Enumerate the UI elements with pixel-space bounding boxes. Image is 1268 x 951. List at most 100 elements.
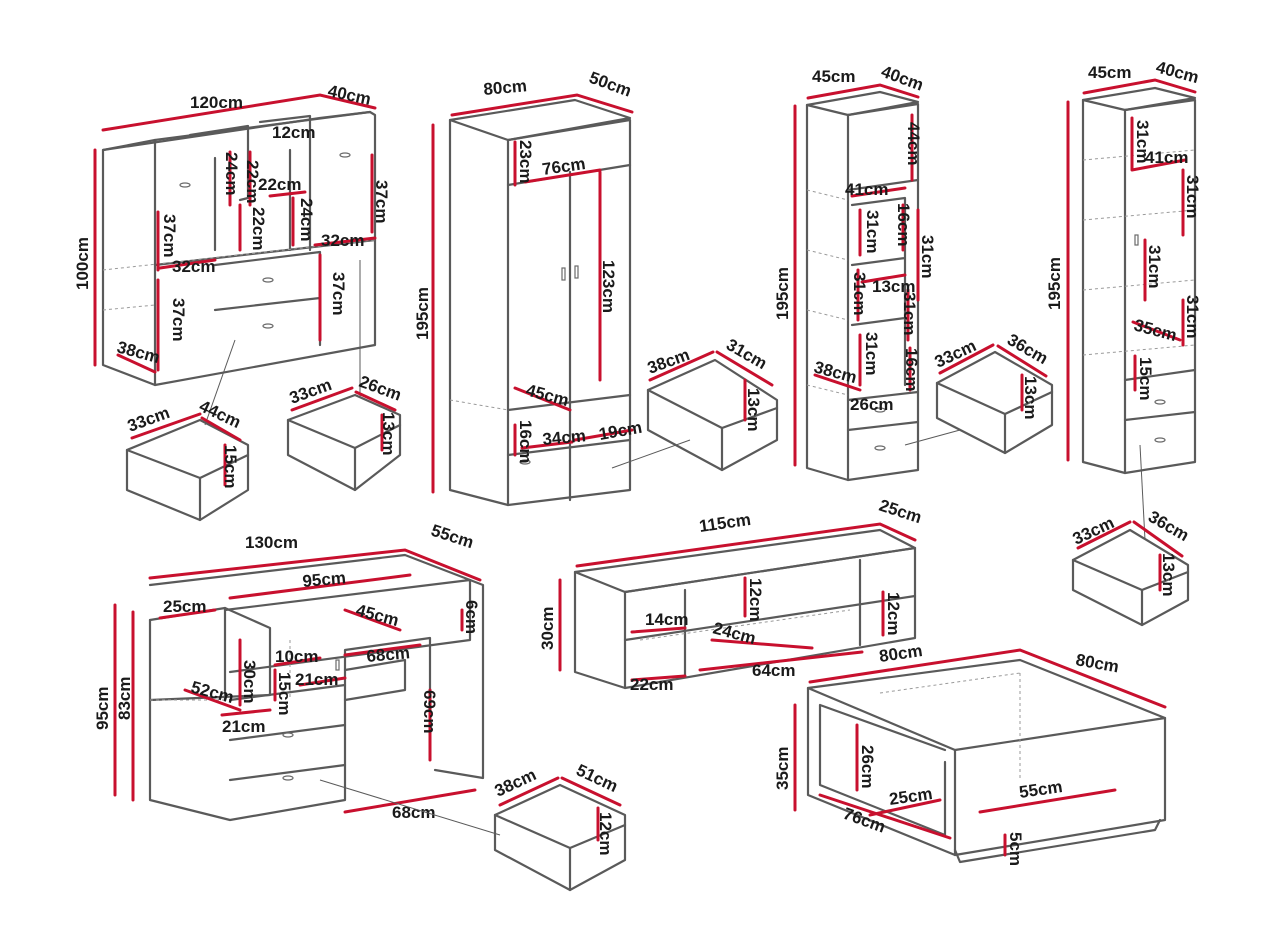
drawer5-36-label: 36cm bbox=[1145, 507, 1192, 545]
desk-depth-label: 55cm bbox=[429, 521, 476, 553]
shelf2-drawer bbox=[1071, 444, 1190, 627]
desk-30-label: 30cm bbox=[240, 660, 259, 703]
coffee-table bbox=[793, 648, 1167, 864]
sideboard-37b-label: 37cm bbox=[372, 180, 391, 223]
shelf1-41-label: 41cm bbox=[845, 180, 888, 199]
desk-69-label: 69cm bbox=[420, 690, 439, 733]
tv-64-label: 64cm bbox=[752, 661, 795, 680]
desk-21a-label: 21cm bbox=[295, 670, 338, 689]
tv-14-label: 14cm bbox=[645, 610, 688, 629]
shelf1-31d-label: 31cm bbox=[900, 292, 919, 335]
tv-24-label: 24cm bbox=[711, 619, 758, 649]
drawer2-13-label: 13cm bbox=[379, 412, 398, 455]
sideboard-37a-label: 37cm bbox=[160, 214, 179, 257]
sideboard-24a-label: 24cm bbox=[222, 152, 241, 195]
table-width-label: 80cm bbox=[878, 641, 924, 666]
drawer6-51-label: 51cm bbox=[573, 760, 620, 796]
shelf1-height-label: 195cm bbox=[773, 267, 792, 320]
shelf1-width-label: 45cm bbox=[812, 67, 855, 86]
sideboard-22c-label: 22cm bbox=[258, 175, 301, 194]
drawer4-13-label: 13cm bbox=[1021, 376, 1040, 419]
shelf1-16a-label: 16cm bbox=[894, 203, 913, 246]
shelf1-depth-label: 40cm bbox=[879, 62, 926, 95]
wardrobe-drawer bbox=[611, 350, 779, 472]
shelf-unit-1 bbox=[793, 83, 920, 482]
sideboard-24b-label: 24cm bbox=[297, 198, 316, 241]
tv-12a-label: 12cm bbox=[746, 578, 765, 621]
desk-95h-label: 95cm bbox=[93, 687, 112, 730]
shelf1-13-label: 13cm bbox=[872, 277, 915, 296]
shelf1-31e-label: 31cm bbox=[862, 332, 881, 375]
shelf2-height-label: 195cm bbox=[1045, 257, 1064, 310]
desk-45-label: 45cm bbox=[354, 601, 401, 631]
tv-depth-label: 25cm bbox=[877, 496, 924, 528]
shelf2-31d-label: 31cm bbox=[1183, 295, 1202, 338]
tv-stand bbox=[558, 522, 917, 690]
shelf1-31c-label: 31cm bbox=[850, 272, 869, 315]
sideboard-width-label: 120cm bbox=[190, 93, 243, 112]
drawer5-13-label: 13cm bbox=[1159, 553, 1178, 596]
shelf1-31a-label: 31cm bbox=[863, 210, 882, 253]
drawer1-15-label: 15cm bbox=[221, 445, 240, 488]
desk-68a-label: 68cm bbox=[366, 643, 411, 666]
drawer3-31-label: 31cm bbox=[723, 335, 770, 373]
sideboard-depth-label: 40cm bbox=[326, 81, 372, 109]
shelf1-drawer bbox=[904, 343, 1054, 455]
shelf-unit-2 bbox=[1066, 78, 1197, 475]
shelf1-44-label: 44cm bbox=[904, 122, 923, 165]
desk-21b-label: 21cm bbox=[222, 717, 265, 736]
sideboard-22a-label: 22cm bbox=[243, 160, 262, 203]
sideboard-32a-label: 32cm bbox=[172, 257, 215, 276]
tv-22-label: 22cm bbox=[630, 675, 673, 694]
desk-15-label: 15cm bbox=[275, 672, 294, 715]
wardrobe-16-label: 16cm bbox=[516, 420, 535, 463]
sideboard-22b-label: 22cm bbox=[249, 207, 268, 250]
wardrobe-19-label: 19cm bbox=[597, 418, 643, 444]
tv-width-label: 115cm bbox=[698, 510, 752, 536]
tv-12b-label: 12cm bbox=[884, 592, 903, 635]
shelf2-41-label: 41cm bbox=[1145, 148, 1188, 167]
desk-83-label: 83cm bbox=[115, 677, 134, 720]
desk-6-label: 6cm bbox=[462, 600, 481, 634]
wardrobe-76-label: 76cm bbox=[541, 154, 587, 179]
table-26-label: 26cm bbox=[858, 745, 877, 788]
wardrobe bbox=[431, 93, 634, 507]
shelf1-26-label: 26cm bbox=[850, 395, 893, 414]
table-25-label: 25cm bbox=[888, 784, 934, 809]
shelf1-16b-label: 16cm bbox=[902, 348, 921, 391]
wardrobe-34-label: 34cm bbox=[542, 426, 587, 449]
sideboard-drawer-small bbox=[286, 260, 402, 492]
sideboard-32b-label: 32cm bbox=[321, 231, 364, 250]
sideboard-37d-label: 37cm bbox=[169, 298, 188, 341]
wardrobe-width-label: 80cm bbox=[483, 76, 528, 99]
shelf2-31b-label: 31cm bbox=[1183, 175, 1202, 218]
wardrobe-23-label: 23cm bbox=[516, 140, 535, 183]
drawer5-33-label: 33cm bbox=[1070, 513, 1117, 549]
desk-width-label: 130cm bbox=[245, 533, 298, 552]
drawer3-13-label: 13cm bbox=[744, 388, 763, 431]
table-5-label: 5cm bbox=[1006, 832, 1025, 866]
sideboard-drawer-large bbox=[125, 339, 250, 522]
desk-52-label: 52cm bbox=[189, 678, 236, 708]
wardrobe-height-label: 195cm bbox=[413, 287, 432, 340]
sideboard-12-label: 12cm bbox=[272, 123, 315, 142]
desk-95w-label: 95cm bbox=[302, 568, 347, 591]
shelf2-15-label: 15cm bbox=[1136, 357, 1155, 400]
desk-68b-label: 68cm bbox=[392, 803, 435, 822]
shelf2-35-label: 35cm bbox=[1132, 316, 1179, 346]
shelf2-31a-label: 31cm bbox=[1133, 120, 1152, 163]
tv-height-label: 30cm bbox=[538, 607, 557, 650]
desk-10-label: 10cm bbox=[275, 647, 318, 666]
sideboard bbox=[93, 93, 377, 387]
desk bbox=[113, 548, 485, 822]
desk-drawer bbox=[319, 776, 627, 892]
wardrobe-depth-label: 50cm bbox=[587, 68, 634, 101]
drawer1-44-label: 44cm bbox=[196, 396, 243, 432]
shelf2-width-label: 45cm bbox=[1088, 63, 1131, 82]
sideboard-37c-label: 37cm bbox=[329, 272, 348, 315]
drawer6-38-label: 38cm bbox=[492, 765, 539, 801]
table-height-label: 35cm bbox=[773, 747, 792, 790]
sideboard-height-label: 100cm bbox=[73, 237, 92, 290]
shelf1-31b-label: 31cm bbox=[918, 235, 937, 278]
